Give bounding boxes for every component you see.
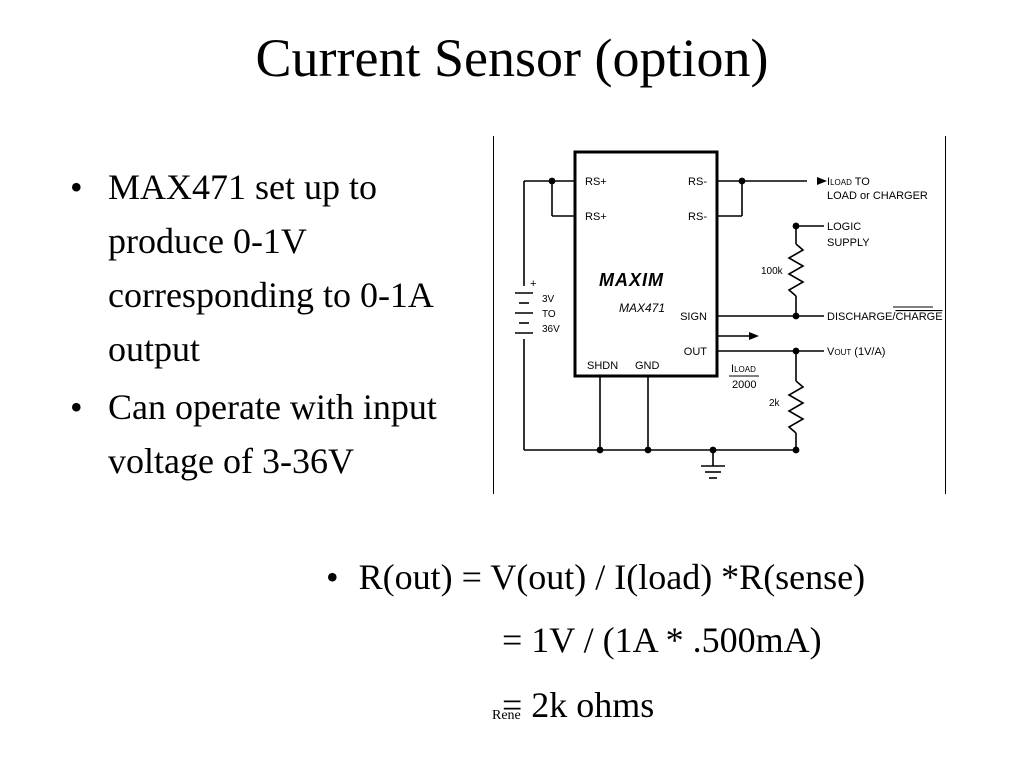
load-or-charger-label: LOAD or CHARGER [827, 190, 928, 202]
pin-rs-minus-1: RS- [688, 176, 707, 188]
iout-numerator: ILOAD [731, 363, 756, 375]
bullet-dot: • [70, 167, 83, 207]
battery-label-3: 36V [542, 324, 560, 335]
equation-line-2: = 1V / (1A * .500mA) [502, 620, 822, 660]
pin-sign: SIGN [680, 311, 707, 323]
discharge-text: DISCHARGE/ [827, 311, 896, 323]
bullet-list: • MAX471 set up to produce 0-1V correspo… [62, 160, 462, 492]
pin-gnd: GND [635, 360, 660, 372]
bullet-dot: • [70, 387, 83, 427]
resistor-100k [787, 243, 805, 297]
battery-plus: + [530, 278, 536, 290]
equation-line-3: = 2k ohms [502, 685, 655, 725]
iload-i: I [827, 176, 830, 188]
pin-out: OUT [684, 346, 708, 358]
pin-rs-plus-1: RS+ [585, 176, 607, 188]
discharge-charge-label: DISCHARGE/CHARGE [827, 311, 943, 323]
iload-sub: LOAD [830, 178, 852, 187]
load-arrowhead [817, 177, 827, 185]
resistor-100k-label: 100k [761, 266, 784, 277]
resistor-2k-label: 2k [769, 398, 781, 409]
pin-rs-minus-2: RS- [688, 211, 707, 223]
vout-label: VOUT (1V/A) [827, 346, 885, 358]
pin-shdn: SHDN [587, 360, 618, 372]
charge-text: CHARGE [895, 311, 942, 323]
maxim-logo: MAXIM [599, 270, 664, 290]
iout-i: I [731, 363, 734, 375]
battery-label-2: TO [542, 309, 556, 320]
junction-dots [548, 177, 800, 454]
max471-schematic: RS+ RS+ RS- RS- MAXIM MAX471 SIGN OUT SH… [493, 136, 946, 494]
vout-sub: OUT [834, 348, 851, 357]
iout-sub: LOAD [734, 365, 756, 374]
bullet-item: • Can operate with input voltage of 3-36… [62, 380, 462, 488]
logic-supply-label-2: SUPPLY [827, 237, 870, 249]
equation-line-1: • R(out) = V(out) / I(load) *R(sense) [326, 554, 865, 600]
logic-supply-label-1: LOGIC [827, 221, 861, 233]
slide-title: Current Sensor (option) [255, 28, 769, 88]
iout-denominator: 2000 [732, 379, 756, 391]
bullet-dot: • [326, 557, 339, 597]
bullet-item: • MAX471 set up to produce 0-1V correspo… [62, 160, 462, 376]
pin-rs-plus-2: RS+ [585, 211, 607, 223]
resistor-2k [787, 380, 805, 434]
bullet-text: MAX471 set up to produce 0-1V correspond… [108, 167, 432, 369]
bullet-text: Can operate with input voltage of 3-36V [108, 387, 437, 481]
chip-body [573, 150, 719, 378]
battery-label-1: 3V [542, 294, 555, 305]
vout-v: V [827, 346, 835, 358]
footer-author: Rene [492, 708, 521, 723]
chip-part-number: MAX471 [619, 301, 665, 315]
equation-text-1: R(out) = V(out) / I(load) *R(sense) [358, 557, 866, 597]
iload-to: TO [852, 176, 870, 188]
vout-rest: (1V/A) [851, 346, 885, 358]
iload-label: ILOAD TO [827, 176, 870, 188]
out-arrowhead [749, 332, 759, 340]
